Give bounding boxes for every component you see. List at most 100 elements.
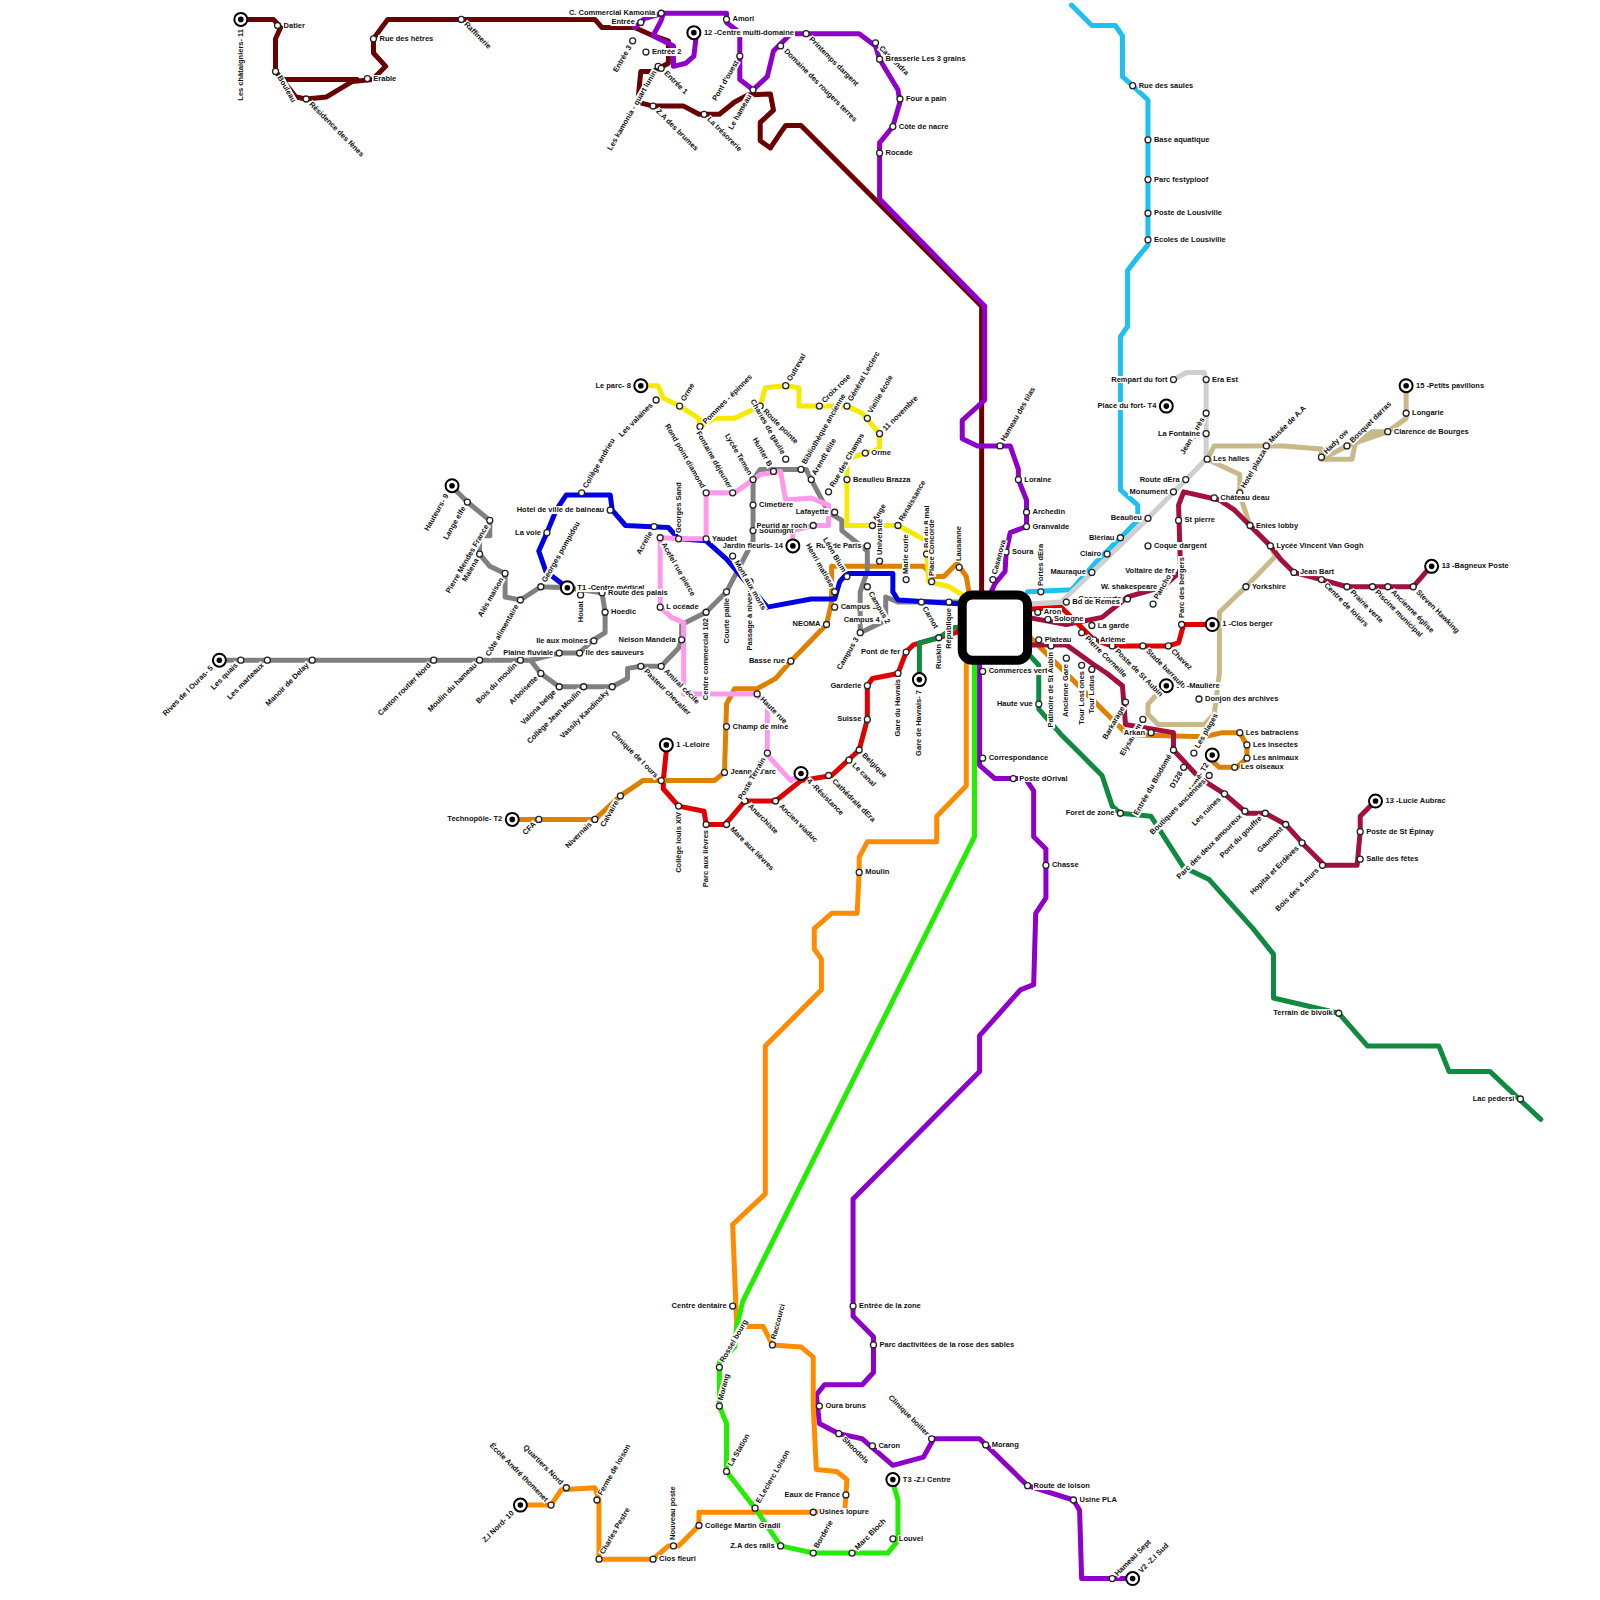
station-dot <box>1206 773 1212 779</box>
station-dot <box>846 757 852 763</box>
station-dot <box>1203 377 1209 383</box>
station-dot <box>638 663 644 669</box>
terminus-core <box>638 383 644 389</box>
station-label: Base aquatique <box>1153 136 1210 144</box>
station-label: Usine PLA <box>1078 1496 1118 1504</box>
station-label: 13 -Lucie Aubrac <box>1385 797 1447 805</box>
station-label: Alès maison <box>476 576 506 620</box>
station-label: Orme <box>679 381 697 404</box>
station-label: Terrain de bivoik <box>1272 1009 1333 1017</box>
station-dot <box>563 1485 569 1491</box>
station-dot <box>1385 429 1391 435</box>
station-label: Chasse <box>1051 861 1080 869</box>
station-dot <box>1145 543 1151 549</box>
terminus-core <box>449 483 455 489</box>
station-dot <box>770 468 776 474</box>
station-label: Entrée 1 <box>662 69 690 97</box>
station-label: Arkan <box>1123 729 1146 737</box>
station-dot <box>1010 776 1016 782</box>
station-label: Z.A des rails <box>729 1542 775 1550</box>
station-label: Gare de Havrais- 7 <box>915 689 923 757</box>
station-label: Suisse <box>836 715 862 723</box>
transit-line <box>641 386 962 595</box>
station-label: Ancienne Gare <box>1062 663 1070 718</box>
station-dot <box>544 530 550 536</box>
station-label: T3 -Z.I Centre <box>902 1476 952 1484</box>
station-dot <box>843 1492 849 1498</box>
station-dot <box>1170 377 1176 383</box>
station-dot <box>1109 643 1115 649</box>
station-dot <box>903 649 909 655</box>
station-label: Gare du Havrais <box>894 678 902 738</box>
station-label: Les valaines <box>617 401 656 440</box>
terminus-core <box>664 742 670 748</box>
station-label: Caron <box>877 1442 901 1450</box>
station-label: Ile des sauveurs <box>585 649 645 657</box>
terminus-marker <box>913 673 926 686</box>
station-dot <box>1165 643 1171 649</box>
station-dot <box>1117 810 1123 816</box>
station-label: Ecoles de Lousiville <box>1153 236 1227 244</box>
station-label: Steven Hawking <box>1414 587 1462 635</box>
transit-line <box>1028 653 1541 1119</box>
station-dot <box>856 869 862 875</box>
station-label: Tour Lost ones <box>1078 670 1086 726</box>
station-label: Pont d'ouest <box>710 58 740 103</box>
station-label: Acrelle <box>635 529 655 556</box>
station-dot <box>844 403 850 409</box>
transit-line <box>281 77 358 82</box>
terminus-ring <box>561 581 574 594</box>
station-label: 11 novembre <box>880 394 919 433</box>
station-dot <box>877 150 883 156</box>
station-dot <box>1291 569 1297 575</box>
terminus-marker <box>886 1473 899 1486</box>
station-dot <box>517 597 523 603</box>
station-label: Lafayette <box>795 508 830 516</box>
station-dot <box>903 577 909 583</box>
station-label: Plaine fluviale <box>502 649 554 657</box>
station-dot <box>703 609 709 615</box>
station-label: Canton routier Nord <box>376 661 433 718</box>
terminus-ring <box>660 738 673 751</box>
station-dot <box>658 65 664 71</box>
station-label: Morang <box>991 1441 1020 1449</box>
station-dot <box>1145 515 1151 521</box>
station-dot <box>956 564 962 570</box>
station-dot <box>862 450 868 456</box>
station-label: Hameau des tilas <box>999 385 1037 444</box>
station-dot <box>609 684 615 690</box>
station-dot <box>849 1550 855 1556</box>
station-dot <box>810 523 816 529</box>
station-label: Sologne <box>1053 615 1085 623</box>
terminus-core <box>917 677 923 683</box>
station-dot <box>1038 589 1044 595</box>
terminus-core <box>1429 564 1435 570</box>
station-label: Parc aux lièvres <box>702 829 710 888</box>
station-dot <box>273 68 279 74</box>
station-dot <box>538 670 544 676</box>
station-label: Résidence des fènes <box>307 100 366 159</box>
station-label: Marie curie <box>902 533 910 575</box>
station-dot <box>1517 1096 1523 1102</box>
station-dot <box>1117 535 1123 541</box>
station-dot <box>929 579 935 585</box>
station-label: Clarence de Bourges <box>1393 428 1470 436</box>
station-label: Les batraciens <box>1245 729 1300 737</box>
station-dot <box>1262 810 1268 816</box>
station-label: Loraine <box>1023 476 1052 484</box>
station-dot <box>897 96 903 102</box>
terminus-core <box>798 771 804 777</box>
station-dot <box>895 523 901 529</box>
transit-line <box>816 660 1126 1578</box>
station-dot <box>826 489 832 495</box>
terminus-marker <box>1206 749 1219 762</box>
station-label: Collège andrieu <box>581 436 617 490</box>
station-label: D128 <box>1168 770 1185 791</box>
station-dot <box>824 621 830 627</box>
station-dot <box>1221 791 1227 797</box>
station-dot <box>1319 862 1325 868</box>
station-dot <box>980 755 986 761</box>
station-label: Haute vue <box>996 700 1034 708</box>
station-dot <box>826 773 832 779</box>
station-label: Clairo <box>1079 550 1102 558</box>
